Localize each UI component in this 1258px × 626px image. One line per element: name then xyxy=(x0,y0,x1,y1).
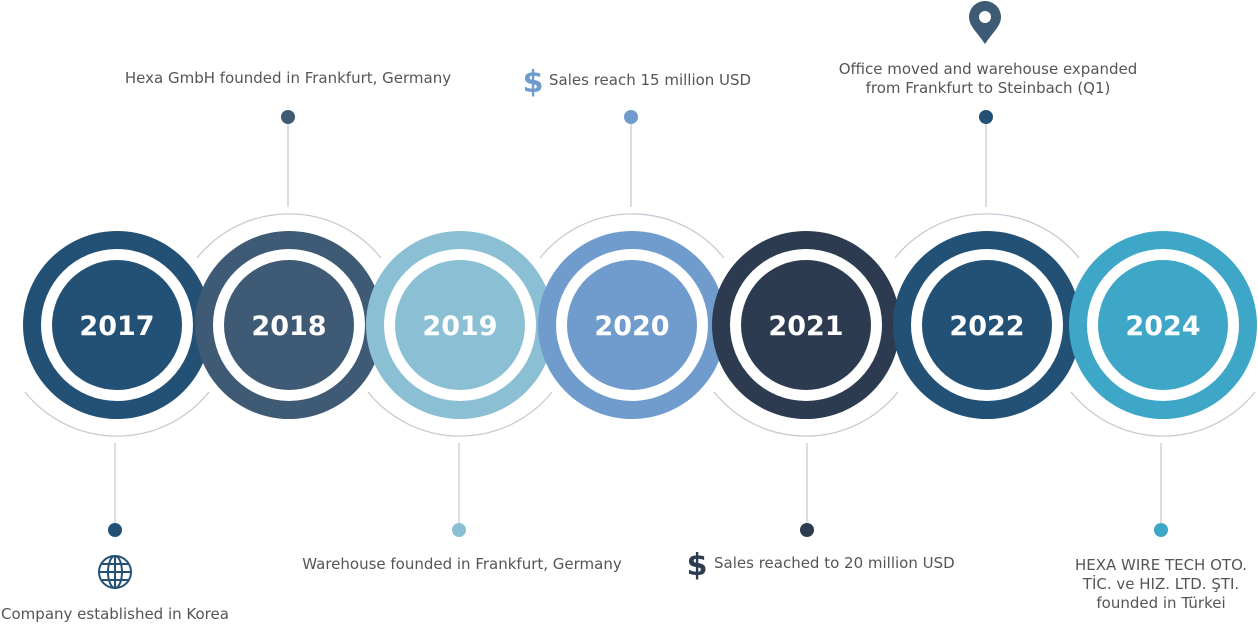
year-circle-2022: 2022 xyxy=(893,231,1081,419)
year-circle-2018: 2018 xyxy=(195,231,383,419)
year-circles: 2017 2018 2019 2020 2021 2022 2024 xyxy=(23,231,1257,419)
year-circle-2024: 2024 xyxy=(1069,231,1257,419)
dot-2020 xyxy=(624,110,638,124)
arc-2019 xyxy=(367,391,553,437)
inner-disc xyxy=(52,260,182,390)
dot-2021 xyxy=(800,523,814,537)
year-label: 2021 xyxy=(768,311,843,342)
label-2021: Sales reached to 20 million USD xyxy=(714,554,955,572)
dot-2017 xyxy=(108,523,122,537)
dots xyxy=(108,110,1168,537)
arc-2024 xyxy=(1070,391,1256,437)
year-label: 2019 xyxy=(422,311,497,342)
arc-2017 xyxy=(24,391,210,437)
label-2018: Hexa GmbH founded in Frankfurt, Germany xyxy=(125,69,451,87)
label-2020: Sales reach 15 million USD xyxy=(549,71,751,89)
dollar-icon: $ xyxy=(523,65,544,100)
inner-disc xyxy=(395,260,525,390)
dot-2022 xyxy=(979,110,993,124)
arc-2020 xyxy=(539,213,725,259)
inner-disc xyxy=(224,260,354,390)
label-2022-line1: Office moved and warehouse expanded xyxy=(839,60,1138,78)
label-2024-line3: founded in Türkei xyxy=(1096,594,1225,612)
year-circle-2021: 2021 xyxy=(712,231,900,419)
connector-arcs xyxy=(24,117,1256,530)
dot-2018 xyxy=(281,110,295,124)
map-pin-icon xyxy=(969,1,1001,44)
arc-2018 xyxy=(196,213,382,259)
label-2017: Company established in Korea xyxy=(1,605,229,623)
arc-2021 xyxy=(713,391,899,437)
year-circle-2019: 2019 xyxy=(366,231,554,419)
year-label: 2017 xyxy=(79,311,154,342)
inner-disc xyxy=(741,260,871,390)
globe-icon xyxy=(98,555,132,589)
year-label: 2024 xyxy=(1125,311,1200,342)
year-label: 2020 xyxy=(594,311,669,342)
year-circle-2017: 2017 xyxy=(23,231,211,419)
label-2024-line1: HEXA WIRE TECH OTO. xyxy=(1075,556,1247,574)
year-circle-2020: 2020 xyxy=(538,231,726,419)
dot-2019 xyxy=(452,523,466,537)
label-2019: Warehouse founded in Frankfurt, Germany xyxy=(302,555,622,573)
dollar-icon: $ xyxy=(687,548,708,583)
label-2024-line2: TİC. ve HIZ. LTD. ŞTI. xyxy=(1082,574,1239,593)
arc-2022 xyxy=(894,213,1080,259)
label-2022-line2: from Frankfurt to Steinbach (Q1) xyxy=(866,79,1111,97)
dot-2024 xyxy=(1154,523,1168,537)
year-label: 2018 xyxy=(251,311,326,342)
inner-disc xyxy=(922,260,1052,390)
inner-disc xyxy=(567,260,697,390)
year-label: 2022 xyxy=(949,311,1024,342)
inner-disc xyxy=(1098,260,1228,390)
